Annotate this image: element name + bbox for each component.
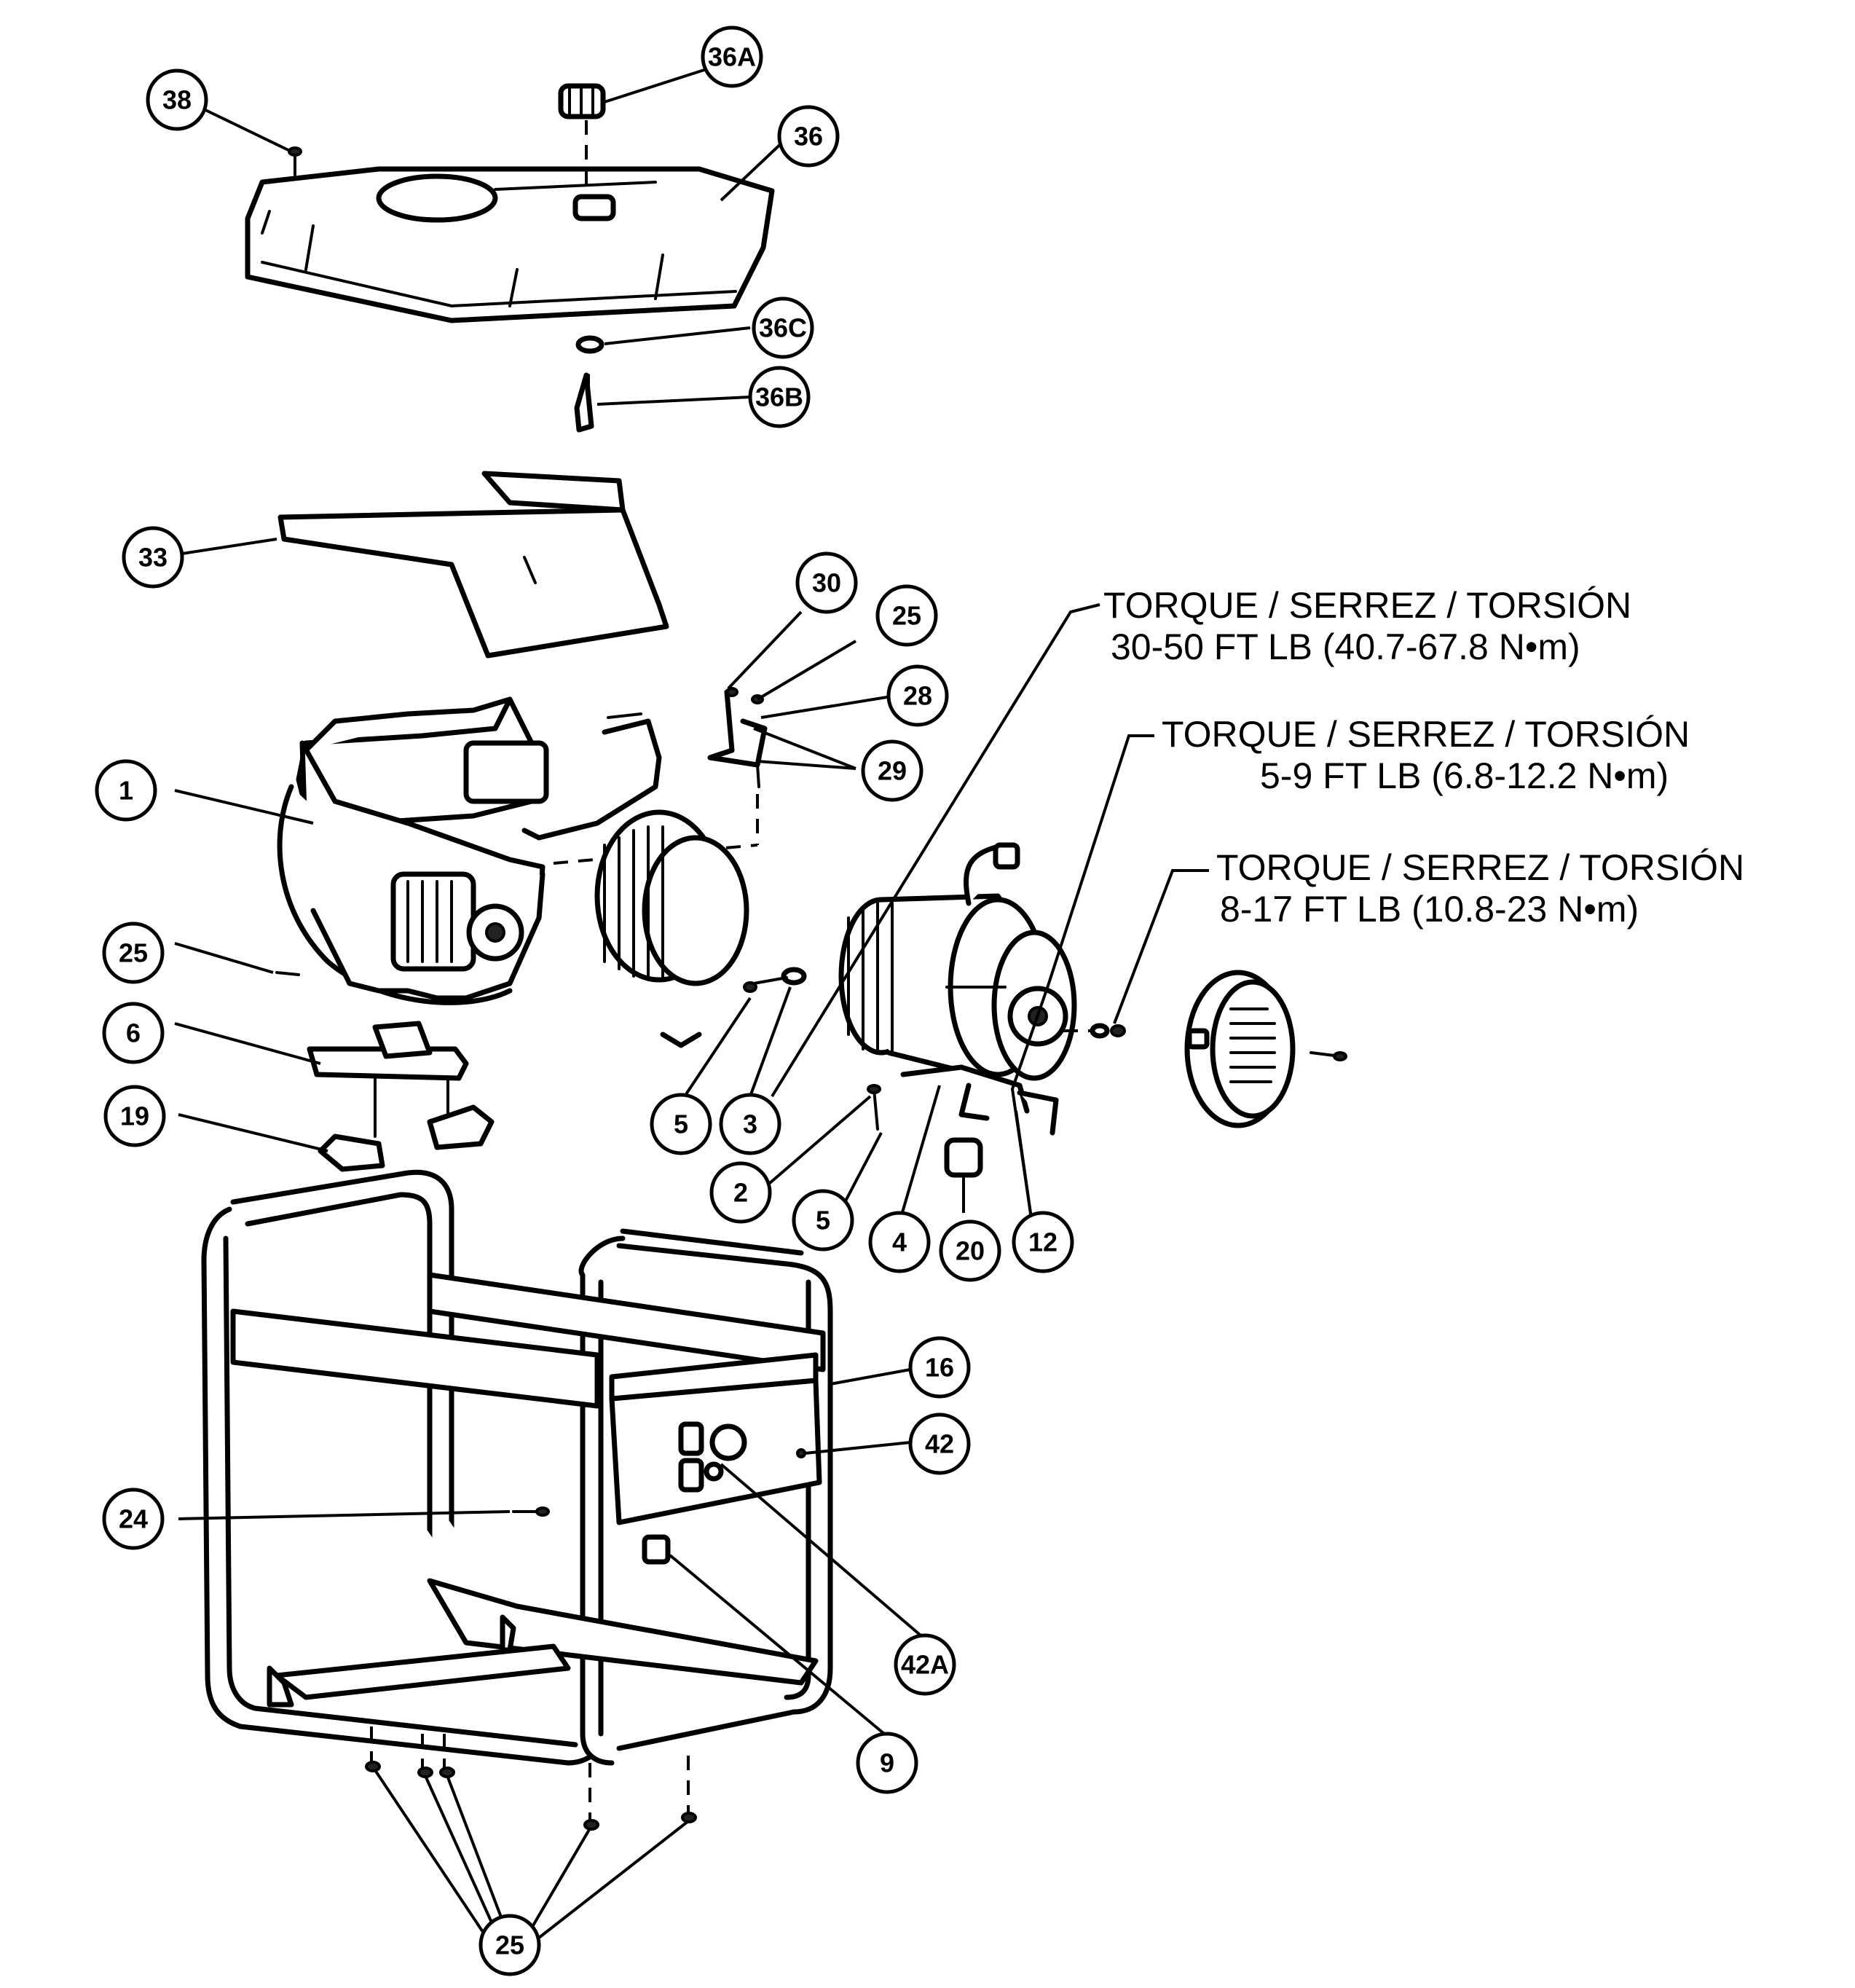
callout-16: 16: [908, 1336, 971, 1399]
callout-28: 28: [886, 664, 949, 727]
through-bolt-washer: [1090, 1023, 1126, 1039]
torque-note-heading: TORQUE / SERREZ / TORSIÓN: [1216, 847, 1744, 888]
callout-label: 36: [794, 122, 823, 152]
rear-rubber-mount: [944, 1137, 983, 1203]
callout-label: 1: [119, 776, 133, 806]
callout-19: 19: [103, 1085, 166, 1147]
callout-30: 30: [795, 551, 858, 614]
callout-36: 36: [777, 105, 840, 168]
torque-note-1: TORQUE / SERREZ / TORSIÓN 30-50 FT LB (4…: [1103, 585, 1631, 667]
callout-label: 20: [956, 1236, 985, 1266]
callout-label: 28: [903, 681, 932, 711]
callout-label: 29: [878, 756, 907, 786]
callout-4: 4: [868, 1211, 931, 1273]
callout-2: 2: [709, 1161, 772, 1224]
torque-note-3: TORQUE / SERREZ / TORSIÓN 8-17 FT LB (10…: [1216, 847, 1744, 930]
callout-9: 9: [856, 1732, 918, 1794]
frame-feet-screws: [365, 1761, 697, 1831]
engine: [277, 696, 662, 1005]
callout-label: 6: [126, 1018, 141, 1048]
callout-label: 33: [138, 543, 168, 573]
torque-note-heading: TORQUE / SERREZ / TORSIÓN: [1162, 714, 1690, 755]
callout-29: 29: [861, 739, 923, 802]
receptacle-part: [642, 1534, 671, 1565]
callout-label: 24: [119, 1504, 148, 1534]
alternator-foot: [900, 1064, 1059, 1136]
flywheel-nut-washer: [743, 967, 807, 993]
callout-label: 38: [162, 85, 192, 115]
callout-33: 33: [122, 526, 184, 589]
callout-label: 16: [925, 1353, 954, 1383]
torque-note-heading: TORQUE / SERREZ / TORSIÓN: [1103, 585, 1631, 626]
fuel-valve: [574, 372, 594, 433]
heat-shield: [277, 471, 669, 659]
callout-label: 4: [892, 1227, 907, 1257]
callout-25: 25: [478, 1914, 541, 1976]
callout-42: 42: [908, 1413, 971, 1475]
torque-note-value: 5-9 FT LB (6.8-12.2 N•m): [1260, 755, 1669, 796]
torque-note-value: 30-50 FT LB (40.7-67.8 N•m): [1111, 626, 1580, 667]
engine-base-plate: [307, 1021, 469, 1081]
callout-25: 25: [875, 584, 938, 647]
callout-3: 3: [719, 1093, 781, 1155]
vibration-mount-left: [318, 1077, 385, 1172]
callout-label: 2: [733, 1178, 748, 1208]
panel-screw: [512, 1506, 550, 1517]
callout-label: 25: [119, 938, 148, 968]
callout-5: 5: [792, 1189, 854, 1252]
alternator-mount-bolt: [867, 1084, 881, 1131]
callout-36A: 36A: [701, 25, 763, 88]
callout-20: 20: [939, 1219, 1001, 1282]
callout-36B: 36B: [748, 366, 811, 428]
callout-6: 6: [102, 1002, 165, 1064]
control-panel: [609, 1352, 822, 1525]
callout-label: 36B: [755, 382, 803, 412]
callout-label: 3: [743, 1109, 757, 1139]
callout-24: 24: [102, 1488, 165, 1550]
callout-36C: 36C: [752, 296, 814, 359]
tank-screw: [288, 146, 302, 176]
callout-label: 30: [812, 568, 841, 598]
torque-note-value: 8-17 FT LB (10.8-23 N•m): [1220, 889, 1639, 930]
callout-1: 1: [95, 759, 157, 822]
callout-label: 12: [1028, 1227, 1058, 1257]
fuel-tank: [245, 166, 775, 323]
callout-label: 9: [880, 1748, 894, 1778]
end-cover-screws: [1309, 1051, 1347, 1061]
callout-label: 42: [925, 1429, 954, 1459]
callout-label: 19: [120, 1101, 149, 1131]
callout-label: 25: [495, 1930, 524, 1960]
callout-label: 36A: [708, 42, 756, 72]
callout-label: 5: [674, 1109, 688, 1139]
bracket: [707, 687, 768, 788]
callout-42A: 42A: [894, 1633, 956, 1696]
callout-25: 25: [102, 922, 165, 984]
callout-12: 12: [1012, 1211, 1074, 1273]
callout-5: 5: [650, 1093, 712, 1155]
leader-lines: [174, 68, 1209, 1939]
callout-38: 38: [146, 68, 208, 131]
fuel-cap: [558, 83, 606, 119]
callout-label: 36C: [759, 313, 807, 343]
torque-note-2: TORQUE / SERREZ / TORSIÓN 5-9 FT LB (6.8…: [1162, 714, 1690, 796]
alternator-end-cover: [1184, 970, 1296, 1128]
vibration-mount-right: [427, 1077, 495, 1150]
alternator-adapter: [594, 809, 749, 1048]
fuel-valve-washer: [575, 335, 604, 354]
callout-label: 42A: [901, 1650, 949, 1680]
callout-label: 25: [892, 601, 921, 631]
callout-label: 5: [816, 1206, 830, 1235]
engine-bolt: [275, 971, 300, 976]
alternator: [838, 842, 1077, 1081]
